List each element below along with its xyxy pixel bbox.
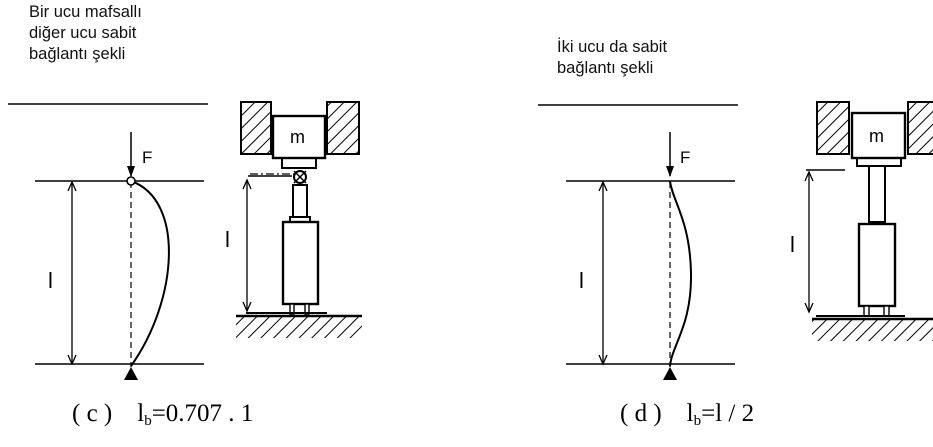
caption-c-symbol: l xyxy=(137,400,145,427)
fixed-support xyxy=(663,367,677,380)
caption-d: ( d ) lb=l / 2 xyxy=(620,400,755,429)
floor xyxy=(812,319,933,341)
fixed-support xyxy=(124,367,138,380)
mass-block xyxy=(850,111,907,160)
buckling-curve xyxy=(669,180,693,367)
length-label: l xyxy=(225,227,230,252)
pin-joint xyxy=(126,176,136,186)
cylinder xyxy=(281,220,320,306)
wall-right xyxy=(326,101,360,155)
buckling-curve xyxy=(130,180,170,367)
floor xyxy=(236,316,362,338)
mass-label: m xyxy=(869,126,884,146)
caption-d-tag: ( d ) xyxy=(620,400,662,427)
panel-d-title: İki ucu da sabit bağlantı şekli xyxy=(557,38,668,77)
caption-d-subscript: b xyxy=(693,413,702,429)
caption-d-formula: =l / 2 xyxy=(701,400,755,427)
length-label: l xyxy=(48,268,53,293)
mass-block xyxy=(271,114,327,160)
panel-c-title: Bir ucu mafsallı diğer ucu sabit bağlant… xyxy=(29,3,142,63)
caption-d-symbol: l xyxy=(686,400,694,427)
panel-c-schematic: l F xyxy=(8,103,208,380)
wall-left xyxy=(240,101,272,155)
mass-label: m xyxy=(290,127,305,147)
length-label: l xyxy=(579,268,584,293)
caption-c-subscript: b xyxy=(144,413,152,429)
piston-rod xyxy=(292,184,308,220)
force-label: F xyxy=(680,148,690,167)
panel-d-machine: m l xyxy=(790,101,933,341)
caption-c: ( c ) lb=0.707 . 1 xyxy=(72,400,254,429)
wall-right xyxy=(907,101,933,155)
force-label: F xyxy=(142,148,152,167)
piston-rod xyxy=(868,165,886,223)
length-label: l xyxy=(790,232,795,257)
caption-c-tag: ( c ) xyxy=(72,400,113,427)
panel-d-schematic: l F xyxy=(538,104,738,380)
cylinder xyxy=(857,222,897,308)
caption-c-formula: =0.707 . 1 xyxy=(151,400,254,427)
wall-left xyxy=(816,101,850,155)
panel-c-machine: m l xyxy=(225,101,362,338)
